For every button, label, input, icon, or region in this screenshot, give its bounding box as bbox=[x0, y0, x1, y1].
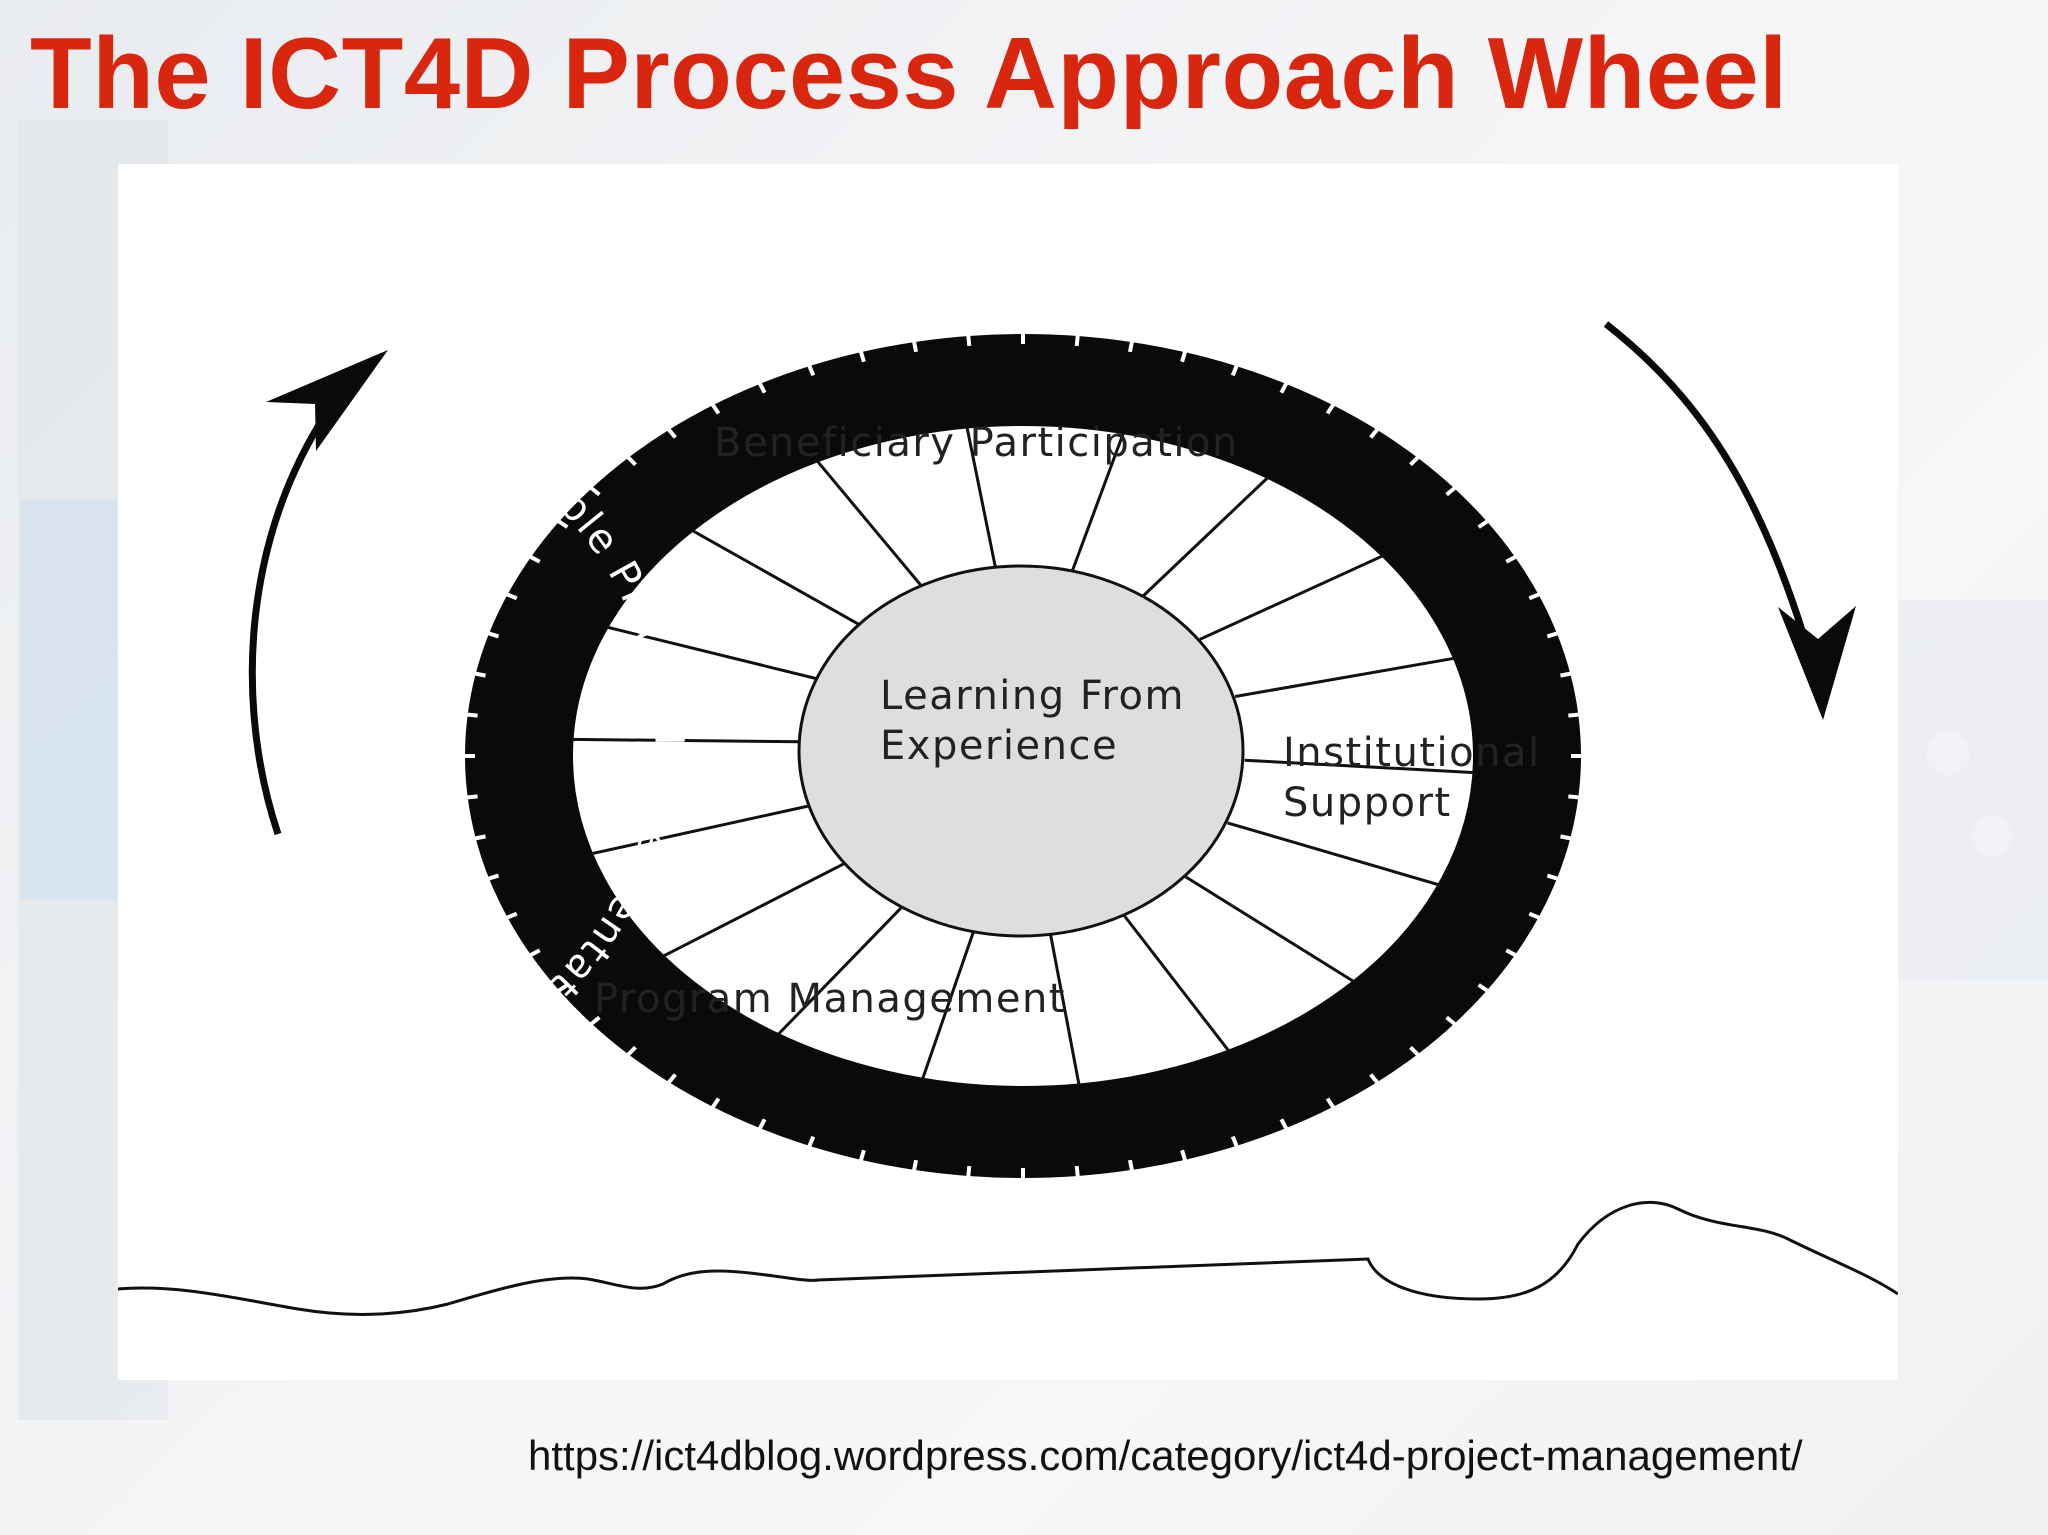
tread-mark bbox=[965, 331, 972, 347]
segment-label-institutional: Institutional bbox=[1283, 730, 1541, 776]
tread-mark bbox=[1568, 712, 1583, 718]
tread-mark bbox=[1074, 1165, 1081, 1181]
wheel-spoke bbox=[1142, 476, 1270, 597]
wheel-spoke bbox=[1199, 554, 1384, 641]
clockwise-arrow-icon bbox=[1603, 321, 1856, 720]
tread-mark bbox=[1445, 1015, 1459, 1028]
wheel-spoke bbox=[965, 426, 997, 568]
wheel-spoke bbox=[1071, 431, 1126, 572]
tread-mark bbox=[1409, 1045, 1422, 1059]
wheel-spoke bbox=[1049, 934, 1081, 1086]
tread-mark bbox=[1180, 1149, 1189, 1165]
ground-line bbox=[118, 1201, 1898, 1316]
wheel-spoke bbox=[1244, 758, 1475, 775]
tread-mark bbox=[664, 425, 677, 439]
tread-mark bbox=[806, 1135, 816, 1151]
tread-mark bbox=[911, 1159, 919, 1175]
tread-mark bbox=[471, 834, 486, 842]
tread-mark bbox=[587, 1015, 601, 1028]
tread-mark bbox=[526, 948, 541, 959]
wheel-spoke bbox=[920, 930, 975, 1081]
tread-mark bbox=[1409, 453, 1422, 467]
tread-mark bbox=[463, 794, 478, 800]
tread-mark bbox=[1180, 347, 1189, 363]
tread-mark bbox=[624, 453, 637, 467]
tread-mark bbox=[1074, 331, 1081, 347]
tread-mark bbox=[664, 1073, 677, 1087]
tread-mark bbox=[1279, 379, 1290, 394]
tread-mark bbox=[1477, 517, 1492, 529]
wheel-spoke bbox=[1227, 821, 1440, 887]
segment-label-support: Support bbox=[1283, 780, 1452, 826]
tread-mark bbox=[911, 337, 919, 353]
wheel-spoke bbox=[1184, 875, 1356, 984]
hub-label-line1: Learning From bbox=[880, 673, 1185, 719]
tread-mark bbox=[1560, 670, 1575, 678]
tread-mark bbox=[624, 1045, 637, 1059]
hub-label-line2: Experience bbox=[880, 723, 1118, 769]
wheel-spoke bbox=[590, 804, 812, 856]
tread-mark bbox=[1568, 794, 1583, 800]
tread-mark bbox=[806, 361, 816, 377]
tread-mark bbox=[1369, 1073, 1382, 1087]
tread-mark bbox=[463, 712, 478, 718]
wheel-spoke bbox=[571, 737, 802, 744]
counterclockwise-arrow-icon bbox=[248, 350, 388, 836]
wheel-diagram-panel: Flexible Phased Implementation Flexible … bbox=[118, 164, 1898, 1380]
tread-mark bbox=[1528, 591, 1543, 601]
tread-mark bbox=[1325, 400, 1337, 415]
tread-mark bbox=[554, 983, 569, 995]
tread-mark bbox=[526, 553, 541, 564]
tread-mark bbox=[1477, 983, 1492, 995]
tread-mark bbox=[1325, 1097, 1337, 1112]
tread-mark bbox=[1127, 337, 1135, 353]
tread-mark bbox=[503, 911, 518, 921]
tread-mark bbox=[1546, 873, 1562, 882]
segment-label-beneficiary-participation: Beneficiary Participation bbox=[714, 420, 1239, 466]
segment-label-program-management: Program Management bbox=[594, 976, 1066, 1022]
tread-mark bbox=[484, 630, 500, 639]
source-url: https://ict4dblog.wordpress.com/category… bbox=[528, 1432, 1803, 1479]
tread-mark bbox=[1505, 948, 1520, 959]
tread-mark bbox=[709, 1097, 721, 1112]
wheel-spoke bbox=[690, 528, 862, 627]
tread-mark bbox=[484, 873, 500, 882]
tread-mark bbox=[1505, 553, 1520, 564]
tread-mark bbox=[1445, 484, 1459, 497]
slide-title: The ICT4D Process Approach Wheel bbox=[30, 18, 1788, 130]
tread-mark bbox=[965, 1165, 972, 1181]
tread-mark bbox=[756, 379, 767, 394]
tread-mark bbox=[471, 670, 486, 678]
wheel-spoke bbox=[606, 625, 819, 681]
tread-mark bbox=[554, 517, 569, 529]
tread-mark bbox=[1369, 425, 1382, 439]
tread-mark bbox=[1528, 911, 1543, 921]
tread-mark bbox=[1546, 630, 1562, 639]
tire-label-top: Flexible Phased Implementation bbox=[743, 211, 1448, 357]
wheel-spoke bbox=[661, 861, 847, 958]
tread-mark bbox=[709, 400, 721, 415]
tread-mark bbox=[1127, 1159, 1135, 1175]
wheel-spoke bbox=[1234, 656, 1456, 698]
wheel-spoke bbox=[776, 905, 904, 1036]
tread-mark bbox=[857, 347, 866, 363]
tread-mark bbox=[1230, 1135, 1240, 1151]
wheel-spoke bbox=[1123, 914, 1231, 1053]
tread-mark bbox=[857, 1149, 866, 1165]
tread-mark bbox=[756, 1118, 767, 1133]
tread-mark bbox=[503, 591, 518, 601]
tire-tread-marks bbox=[461, 330, 1585, 1182]
tread-mark bbox=[1279, 1118, 1290, 1133]
tread-mark bbox=[587, 484, 601, 497]
wheel-spokes bbox=[571, 426, 1475, 1086]
wheel-spoke bbox=[815, 459, 923, 588]
wheel-hub bbox=[797, 564, 1245, 938]
wheel-diagram: Flexible Phased Implementation Flexible … bbox=[118, 164, 1898, 1316]
tread-mark bbox=[1560, 834, 1575, 842]
tread-mark bbox=[1230, 361, 1240, 377]
